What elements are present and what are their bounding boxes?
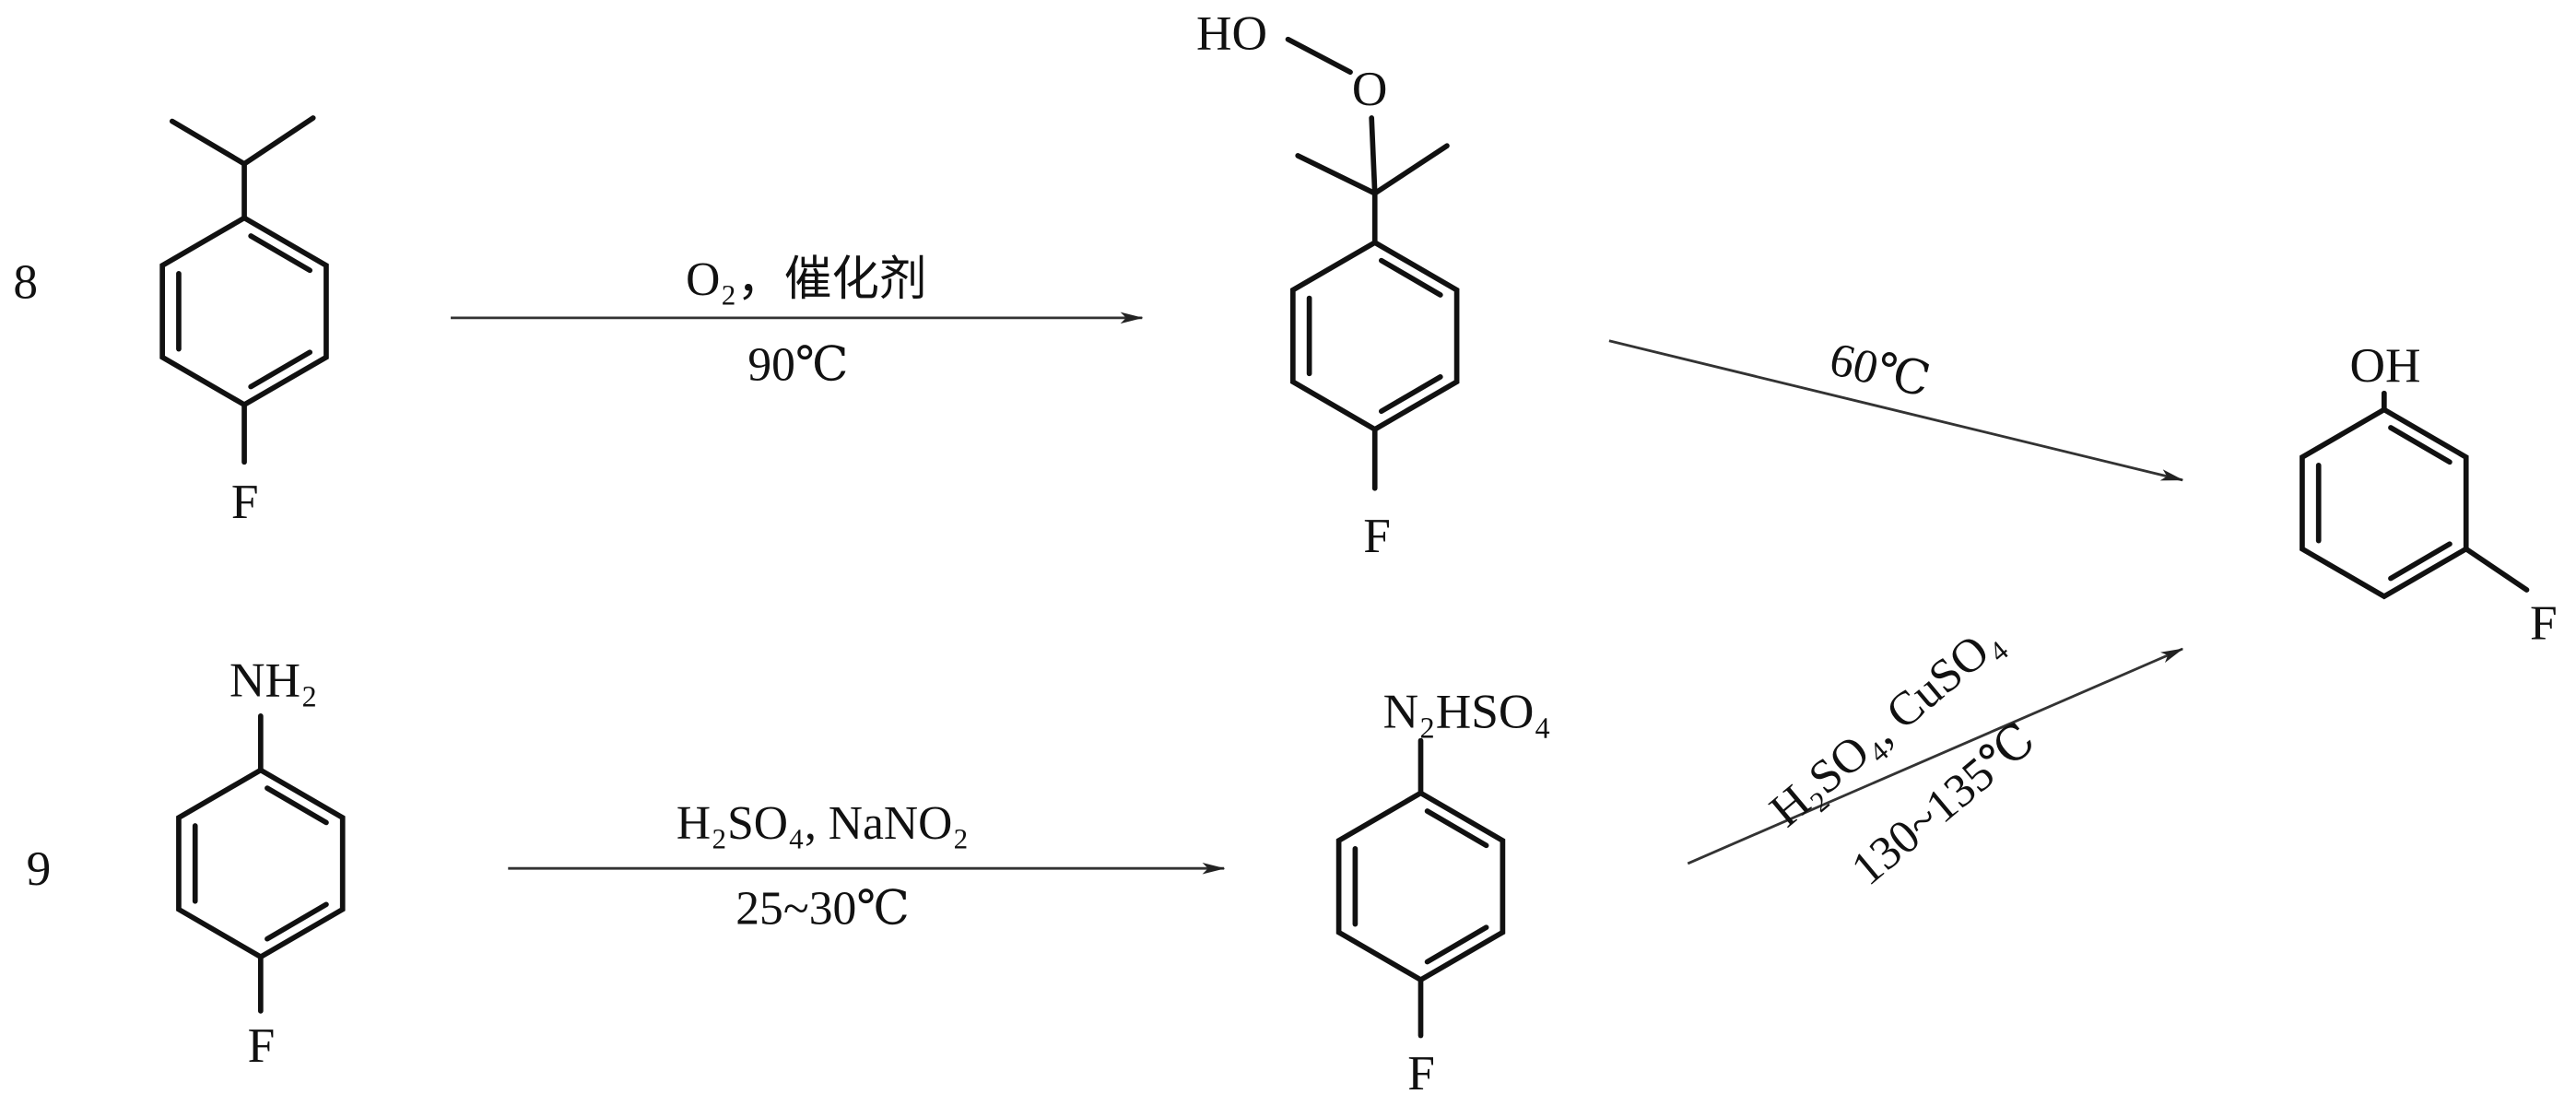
molecule-3-fluorophenol: OH F (2300, 337, 2558, 650)
atom-fluorine: F (1407, 1045, 1435, 1100)
molecule-4-fluoroaniline: NH₂ F (176, 653, 346, 1073)
condition-90c: 90℃ (747, 338, 848, 391)
molecule-diazonium-salt: N₂HSO₄ F (1335, 683, 1551, 1100)
compound-label-8: 8 (13, 254, 38, 310)
condition-25-30c: 25~30℃ (735, 883, 910, 935)
molecule-fluorocumene-hydroperoxide: O HO F (1196, 5, 1460, 563)
atom-fluorine: F (1363, 508, 1391, 563)
atom-fluorine: F (248, 1018, 276, 1073)
atom-fluorine: F (231, 474, 259, 529)
molecule-4-fluorocumene: F (159, 115, 329, 529)
compound-label-9: 9 (27, 841, 52, 896)
reaction-arrow-2 (1608, 339, 2184, 482)
reaction-arrow-4 (1687, 647, 2184, 865)
reagent-h2so4-nano2: H₂SO₄, NaNO₂ (676, 797, 969, 850)
atom-hydroxyl-ho: HO (1196, 5, 1267, 60)
atom-amino-nh2: NH₂ (229, 653, 318, 708)
atom-fluorine: F (2530, 594, 2558, 650)
atom-hydroxyl-oh: OH (2350, 337, 2421, 393)
atom-oxygen: O (1352, 61, 1388, 116)
reagent-o2-catalyst: O₂，催化剂 (686, 253, 926, 306)
atom-diazonium-group: N₂HSO₄ (1383, 683, 1551, 738)
